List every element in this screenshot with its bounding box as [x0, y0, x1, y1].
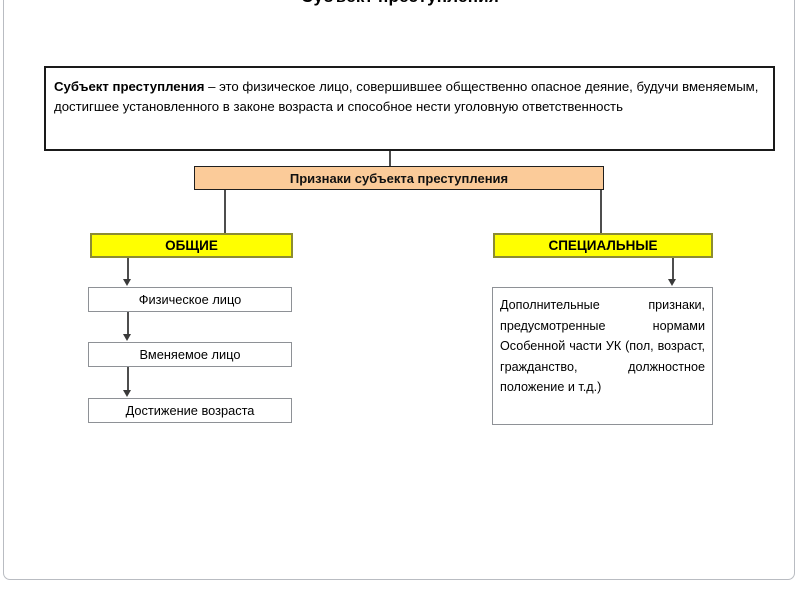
definition-box: Субъект преступления – это физическое ли…	[44, 66, 775, 151]
connector-special-to-additional	[672, 258, 674, 280]
arrow-head-icon	[668, 279, 676, 286]
column-header-special: СПЕЦИАЛЬНЫЕ	[493, 233, 713, 258]
column-header-general: ОБЩИЕ	[90, 233, 293, 258]
definition-body: – это физическое лицо, совершившее общес…	[54, 79, 759, 114]
definition-text: Субъект преступления – это физическое ли…	[54, 77, 766, 117]
arrow-head-icon	[123, 390, 131, 397]
general-item-sane-person: Вменяемое лицо	[88, 342, 292, 367]
arrow-head-icon	[123, 279, 131, 286]
connector-physical-to-sane	[127, 312, 129, 335]
arrow-head-icon	[123, 334, 131, 341]
connector-sane-to-age	[127, 367, 129, 390]
special-description-text: Дополнительные признаки, предусмотренные…	[500, 298, 705, 394]
general-item-physical-person: Физическое лицо	[88, 287, 292, 312]
definition-term: Субъект преступления	[54, 79, 205, 94]
slide-title: Субъект преступления	[0, 0, 800, 7]
connector-general-to-physical	[127, 258, 129, 280]
special-description-box: Дополнительные признаки, предусмотренные…	[492, 287, 713, 425]
general-item-age-attainment: Достижение возраста	[88, 398, 292, 423]
connector-features-to-general	[224, 190, 226, 234]
features-header-box: Признаки субъекта преступления	[194, 166, 604, 190]
connector-definition-to-features	[389, 151, 391, 167]
connector-features-to-special	[600, 190, 602, 234]
